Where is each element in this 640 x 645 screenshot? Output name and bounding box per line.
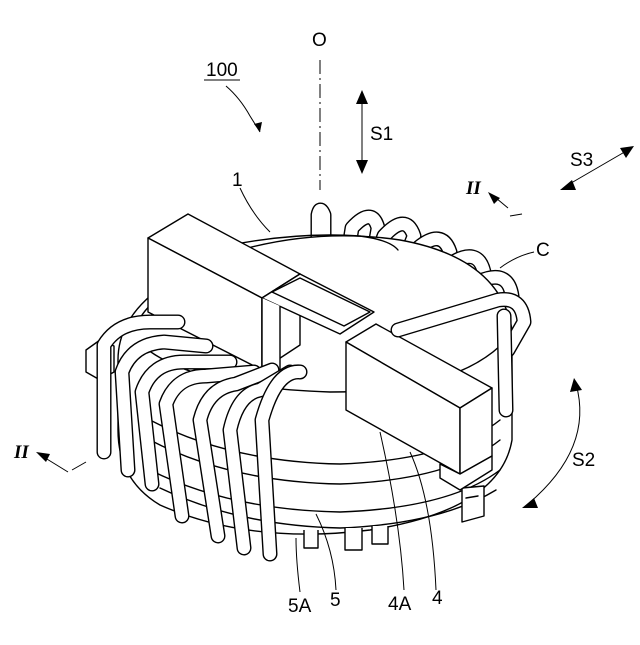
label-part-4a: 4A [388, 594, 412, 615]
label-part-5a: 5A [288, 596, 312, 617]
label-s3: S3 [570, 150, 593, 171]
label-part-4: 4 [432, 588, 443, 609]
label-part-1: 1 [232, 170, 243, 191]
label-axis-o: O [312, 30, 327, 51]
label-part-c: C [536, 240, 550, 261]
label-s2: S2 [572, 450, 595, 471]
label-part-5: 5 [330, 590, 341, 611]
label-section-left: II [13, 442, 29, 463]
label-section-right: II [465, 178, 481, 199]
label-s1: S1 [370, 124, 393, 145]
label-100: 100 [206, 60, 238, 81]
